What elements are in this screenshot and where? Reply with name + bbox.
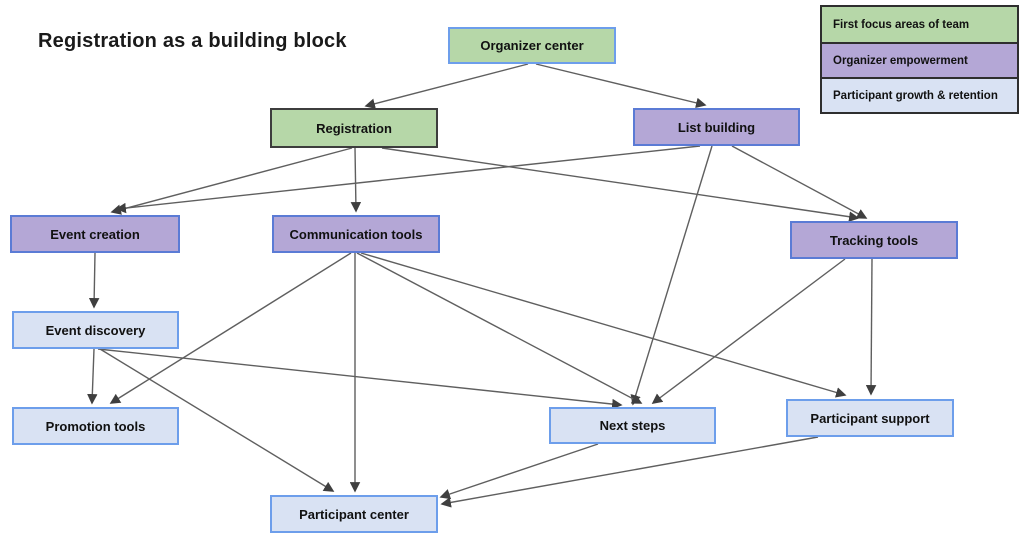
edge-registration-to-tracking-tools [381,147,860,222]
edge-participant-support-to-participant-center [440,436,819,508]
node-next-steps[interactable]: Next steps [549,407,716,444]
page-title: Registration as a building block [38,30,347,52]
node-label: Tracking tools [829,232,919,248]
node-participant-center[interactable]: Participant center [270,495,438,533]
node-label: Participant support [810,410,930,426]
node-label: Promotion tools [45,418,146,434]
node-label: Participant center [299,506,409,522]
edge-event-discovery-to-promotion-tools [87,348,98,405]
edge-registration-to-event-creation [110,147,353,215]
edge-organizer-center-to-list-building [535,63,707,108]
legend-label: First focus areas of team [833,18,970,31]
node-label: Event creation [50,226,140,242]
legend-label: Participant growth & retention [833,89,998,102]
edge-event-creation-to-event-discovery [88,252,100,309]
node-event-creation[interactable]: Event creation [10,215,180,253]
edge-list-building-to-tracking-tools [731,145,868,219]
edge-communication-tools-to-participant-support [360,252,847,398]
node-promotion-tools[interactable]: Promotion tools [12,407,179,445]
node-label: Communication tools [289,226,423,242]
edge-next-steps-to-participant-center [439,443,599,500]
edge-event-discovery-to-next-steps [97,348,623,410]
edge-list-building-to-next-steps [630,145,713,406]
node-label: Registration [316,120,392,136]
node-communication-tools[interactable]: Communication tools [272,215,440,253]
node-registration[interactable]: Registration [270,108,438,148]
edge-organizer-center-to-registration [364,63,529,109]
node-label: Next steps [599,418,666,433]
legend-row: Organizer empowerment [822,42,1017,77]
edge-tracking-tools-to-participant-support [865,258,877,396]
legend-row: Participant growth & retention [822,77,1017,112]
edge-registration-to-communication-tools [350,147,362,213]
node-organizer-center[interactable]: Organizer center [448,27,616,64]
node-event-discovery[interactable]: Event discovery [12,311,179,349]
node-label: Organizer center [480,38,584,53]
edge-communication-tools-to-next-steps [356,252,643,404]
node-tracking-tools[interactable]: Tracking tools [790,221,958,259]
edge-list-building-to-event-creation [115,145,701,214]
node-list-building[interactable]: List building [633,108,800,146]
node-participant-support[interactable]: Participant support [786,399,954,437]
legend-label: Organizer empowerment [833,54,968,67]
edge-tracking-tools-to-next-steps [651,258,846,404]
node-label: Event discovery [45,322,146,338]
legend-row: First focus areas of team [822,7,1017,42]
node-label: List building [677,119,756,135]
